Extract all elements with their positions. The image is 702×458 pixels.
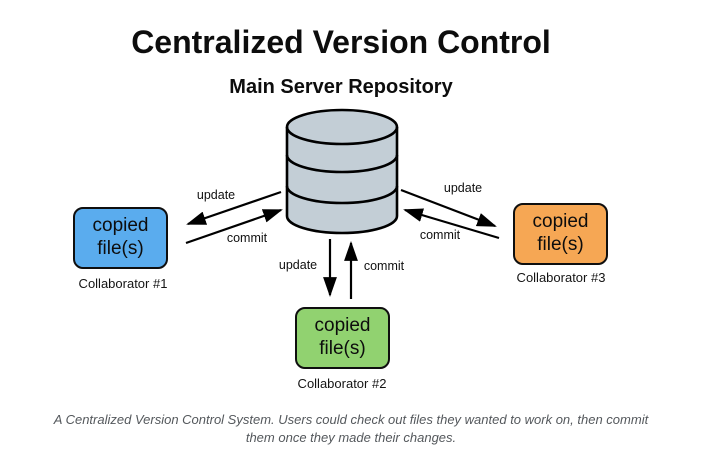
- figure-caption: A Centralized Version Control System. Us…: [53, 412, 649, 446]
- commit-arrow-right: [403, 208, 500, 240]
- collaborator-1-label: Collaborator #1: [78, 276, 168, 291]
- update-arrow-left: [186, 190, 282, 226]
- copied-files-box-collaborator-3: copied file(s): [513, 203, 608, 265]
- database-cylinder-top-arc: [285, 126, 399, 146]
- update-arrow-right: [400, 188, 497, 228]
- commit-arrow-left: [185, 208, 283, 245]
- copied-files-box-collaborator-2: copied file(s): [295, 307, 390, 369]
- server-database-icon: [285, 108, 399, 235]
- collaborator-3-label: Collaborator #3: [516, 270, 606, 285]
- update-label-bottom: update: [278, 258, 318, 272]
- copied-files-box-collaborator-1: copied file(s): [73, 207, 168, 269]
- commit-label-left: commit: [226, 231, 268, 245]
- collaborator-2-label: Collaborator #2: [297, 376, 387, 391]
- server-repository-label: Main Server Repository: [229, 76, 453, 98]
- update-label-right: update: [443, 181, 483, 195]
- database-cylinder-band-arc-2: [285, 185, 399, 205]
- database-cylinder-band-arc-1: [285, 154, 399, 174]
- page-title: Centralized Version Control: [131, 24, 551, 60]
- commit-label-right: commit: [419, 228, 461, 242]
- commit-label-bottom: commit: [363, 259, 405, 273]
- update-label-left: update: [196, 188, 236, 202]
